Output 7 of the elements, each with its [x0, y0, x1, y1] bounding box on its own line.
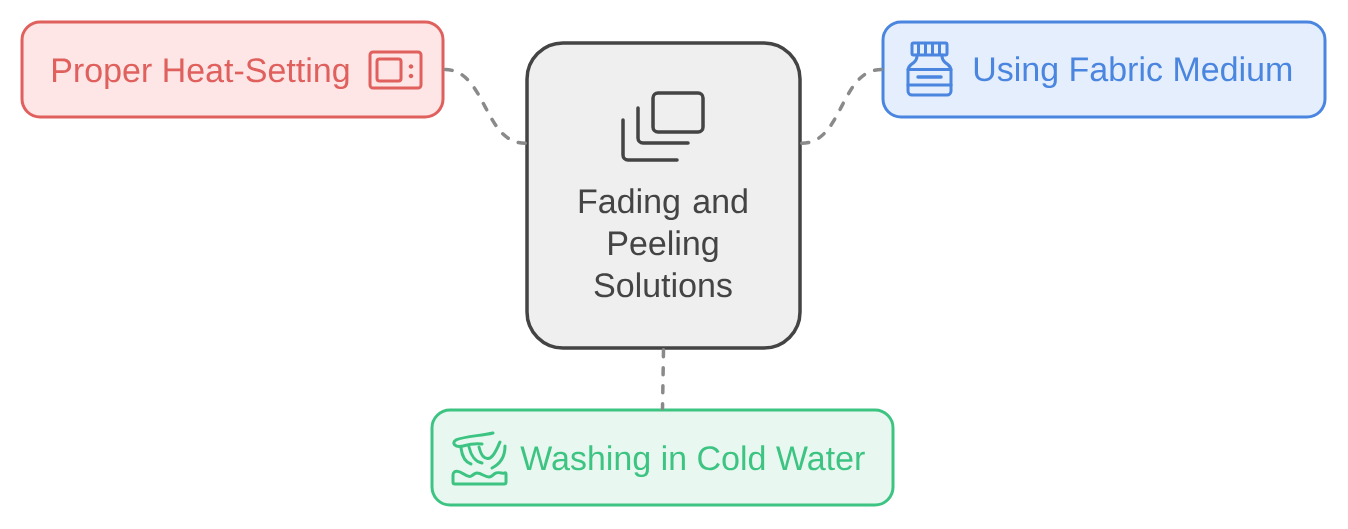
connector-line — [800, 67, 884, 145]
connector-line — [442, 67, 527, 145]
connector-line — [660, 348, 666, 411]
solution-box: Washing in Cold Water — [430, 408, 895, 507]
solution-box: Proper Heat-Setting — [20, 20, 445, 119]
central-topic-box: Fading and Peeling Solutions — [525, 41, 802, 350]
solution-box: Using Fabric Medium — [881, 20, 1327, 119]
